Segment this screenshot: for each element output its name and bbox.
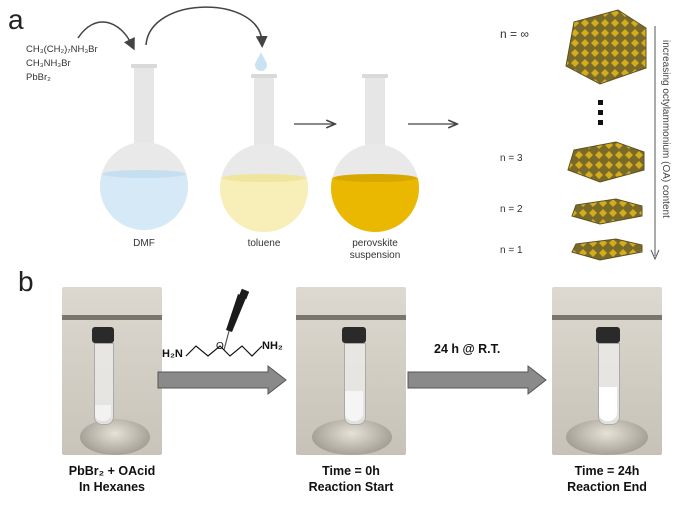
caption-initial-line1: PbBr₂ + OAcid	[68, 464, 156, 478]
oa-content-axis-label: increasing octylammonium (OA) content	[660, 40, 671, 218]
drop-icon	[255, 52, 267, 71]
reaction-arrow-2	[407, 364, 547, 396]
flask-toluene	[220, 74, 308, 232]
crystal-n-1	[571, 238, 643, 261]
pipette-icon	[223, 288, 250, 351]
photo-reaction-start	[296, 287, 406, 455]
crystal-n-3	[567, 141, 645, 183]
photo-reaction-end	[552, 287, 662, 455]
reagent-methylammonium-bromide: CH₃NH₃Br	[26, 58, 71, 69]
reagent-lead-bromide: PbBr₂	[26, 72, 51, 83]
n-1-label: n = 1	[500, 245, 523, 256]
n-2-label: n = 2	[500, 204, 523, 215]
caption-start-line1: Time = 0h	[322, 464, 380, 478]
photo-initial-mixture	[62, 287, 162, 455]
curved-arrow-reagents-to-dmf	[77, 21, 135, 51]
flask-perovskite-label-1: perovskite	[352, 238, 398, 249]
caption-start-line2: Reaction Start	[308, 480, 394, 494]
caption-end-line1: Time = 24h	[574, 464, 640, 478]
flask-dmf-label: DMF	[133, 238, 155, 249]
n-infinity-label: n = ∞	[500, 27, 529, 41]
crystal-n-2	[571, 198, 643, 225]
caption-initial-line2: In Hexanes	[78, 480, 146, 494]
curved-arrow-dmf-to-toluene	[145, 6, 268, 48]
oa-content-arrow	[650, 26, 660, 261]
reaction-arrow-1	[157, 364, 287, 396]
diamine-amine-right: NH₂	[262, 340, 283, 352]
flask-perovskite	[331, 74, 419, 232]
arrow-toluene-to-perovskite	[294, 0, 688, 300]
diamine-oxygen: O	[216, 341, 224, 352]
step2-condition-label: 24 h @ R.T.	[434, 342, 501, 356]
n-3-label: n = 3	[500, 153, 523, 164]
crystal-n-infinity	[565, 9, 647, 85]
caption-end-line2: Reaction End	[567, 480, 647, 494]
panel-a-label: a	[8, 4, 24, 35]
panel-b-label: b	[18, 266, 34, 297]
reagent-octylammonium-bromide: CH₃(CH₂)₇NH₃Br	[26, 44, 98, 55]
flask-perovskite-label-2: suspension	[349, 250, 401, 261]
flask-dmf	[100, 64, 188, 230]
diamine-amine-left: H₂N	[162, 348, 183, 360]
diamine-chain-icon	[185, 345, 263, 357]
flask-toluene-label: toluene	[247, 238, 281, 249]
ellipsis-dots	[598, 100, 604, 125]
